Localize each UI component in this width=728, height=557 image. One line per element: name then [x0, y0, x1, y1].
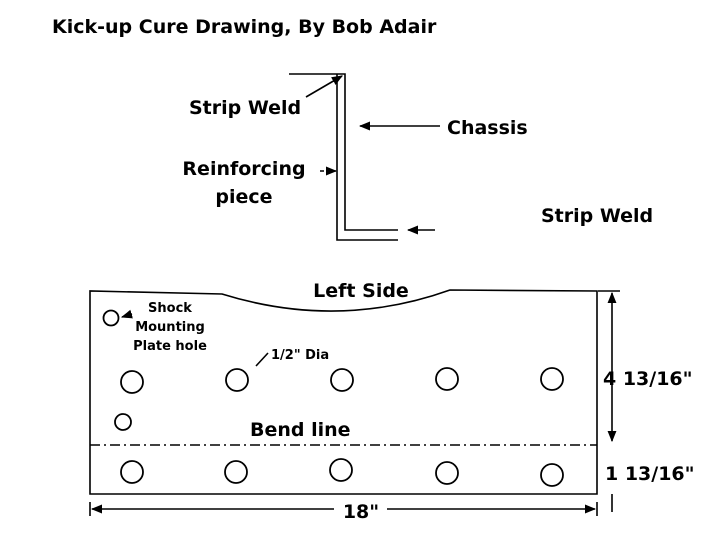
upper-hole [435, 367, 459, 391]
shock-leader [120, 309, 133, 319]
lower-hole [540, 463, 564, 487]
plate-section: Left Side Shock Mounting Plate hole 1/2"… [89, 280, 598, 495]
hole-dia-leader [255, 352, 269, 367]
lower-hole [224, 460, 248, 484]
bend-line-label: Bend line [250, 419, 351, 441]
shock-mount-hole [102, 309, 120, 327]
drawing-title: Kick-up Cure Drawing, By Bob Adair [52, 16, 437, 38]
reinforcing-outline [336, 74, 398, 241]
shock-label-line1: Shock [148, 301, 192, 316]
dim-width-label: 18" [343, 501, 379, 523]
upper-hole [225, 368, 249, 392]
lower-hole [435, 461, 459, 485]
lower-hole [329, 458, 353, 482]
chassis-label: Chassis [447, 117, 528, 139]
upper-hole [120, 370, 144, 394]
profile-section: Strip Weld Chassis Reinforcing piece Str… [182, 73, 653, 241]
upper-hole [330, 368, 354, 392]
upper-hole [540, 367, 564, 391]
dim-upper-label: 4 13/16" [603, 368, 693, 390]
left-side-label: Left Side [313, 280, 409, 302]
strip-weld-top-label: Strip Weld [189, 97, 301, 119]
chassis-outline [289, 73, 398, 231]
strip-weld-top-leader [305, 75, 343, 98]
dimensions: 4 13/16" 1 13/16" 18" [89, 290, 695, 523]
strip-weld-bottom-label: Strip Weld [541, 205, 653, 227]
dim-lower-label: 1 13/16" [605, 463, 695, 485]
plate-outline [89, 289, 598, 495]
hole-dia-label: 1/2" Dia [271, 348, 329, 363]
shock-label-line2: Mounting [135, 320, 205, 335]
small-hole [114, 413, 132, 431]
reinforcing-label-line1: Reinforcing [182, 158, 305, 180]
reinforcing-label-line2: piece [215, 186, 272, 208]
shock-label-line3: Plate hole [133, 339, 207, 354]
lower-hole [120, 460, 144, 484]
